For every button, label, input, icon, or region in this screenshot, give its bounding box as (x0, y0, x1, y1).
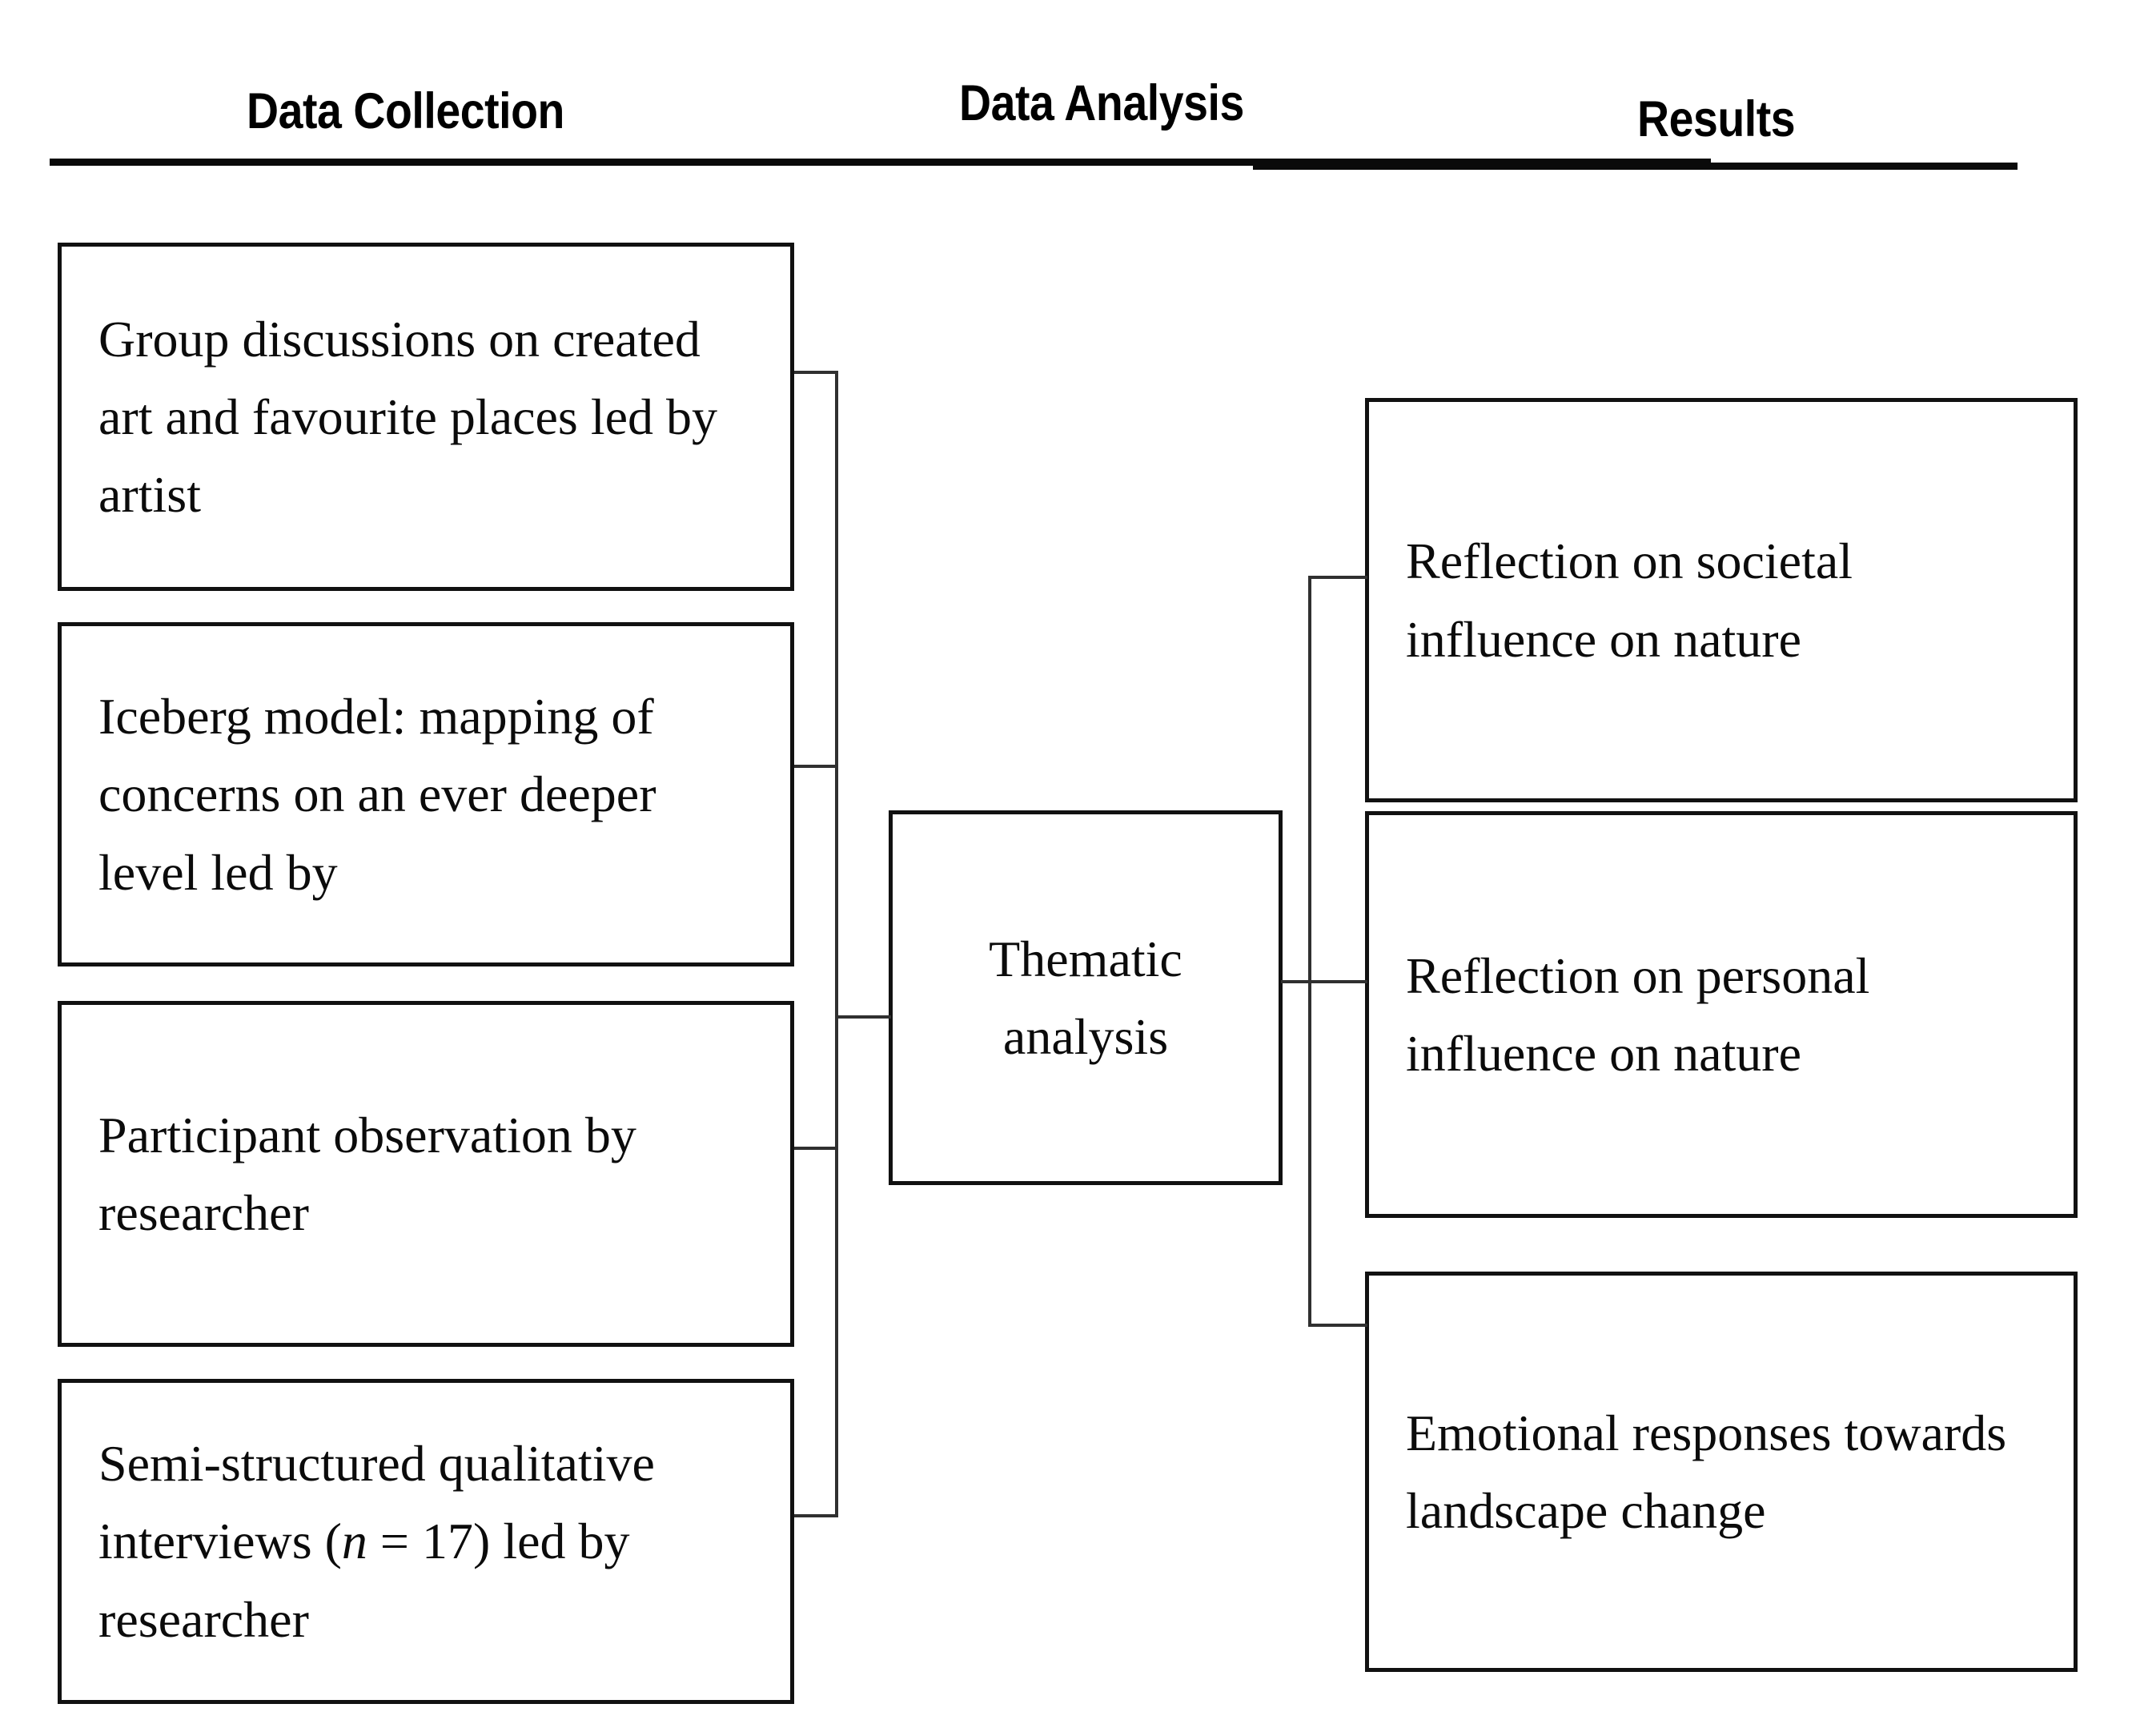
connector-spine-to-emotional-responses (1308, 1324, 1367, 1327)
interviews-text-before-italic: Semi-structured qualitative interviews ( (98, 1435, 655, 1570)
connector-spine-to-personal-influence (1308, 980, 1367, 983)
connector-spine-to-societal-influence (1308, 576, 1367, 579)
connector-participant-observation-to-spine (794, 1147, 838, 1150)
thematic-analysis-line-2: analysis (1002, 1008, 1169, 1065)
node-personal-influence-label: Reflection on personal influence on natu… (1406, 946, 1870, 1082)
node-group-discussions: Group discussions on created art and fav… (58, 243, 794, 591)
node-emotional-responses: Emotional responses towards landscape ch… (1365, 1272, 2078, 1672)
header-divider-left (50, 159, 1711, 166)
connector-left-spine (835, 371, 838, 1516)
header-divider-right (1253, 163, 2018, 170)
interviews-text-after-italic: = 17) led by researcher (98, 1513, 630, 1648)
node-societal-influence: Reflection on societal influence on natu… (1365, 398, 2078, 802)
column-header-results: Results (1637, 91, 1796, 147)
node-iceberg-model: Iceberg model: mapping of concerns on an… (58, 622, 794, 966)
node-thematic-analysis: Thematic analysis (889, 810, 1283, 1185)
node-societal-influence-label: Reflection on societal influence on natu… (1406, 532, 1853, 668)
column-header-data-collection: Data Collection (247, 83, 564, 139)
connector-right-spine (1308, 576, 1311, 1327)
connector-spine-to-thematic-analysis (835, 1015, 891, 1019)
thematic-analysis-line-1: Thematic (989, 930, 1182, 987)
node-participant-observation-label: Participant observation by researcher (98, 1106, 636, 1241)
node-thematic-analysis-label: Thematic analysis (893, 920, 1279, 1076)
connector-semi-structured-interviews-to-spine (794, 1514, 838, 1517)
node-emotional-responses-label: Emotional responses towards landscape ch… (1406, 1404, 2007, 1539)
node-group-discussions-label: Group discussions on created art and fav… (98, 310, 717, 524)
node-participant-observation: Participant observation by researcher (58, 1001, 794, 1347)
connector-group-discussions-to-spine (794, 371, 838, 374)
node-semi-structured-interviews-label: Semi-structured qualitative interviews (… (62, 1425, 790, 1658)
node-semi-structured-interviews: Semi-structured qualitative interviews (… (58, 1379, 794, 1704)
connector-thematic-analysis-to-right-spine (1281, 980, 1311, 983)
column-header-data-analysis: Data Analysis (959, 75, 1244, 131)
interviews-sample-size-symbol: n (341, 1513, 367, 1570)
connector-iceberg-model-to-spine (794, 765, 838, 768)
node-iceberg-model-label: Iceberg model: mapping of concerns on an… (98, 688, 656, 901)
node-personal-influence: Reflection on personal influence on natu… (1365, 811, 2078, 1218)
